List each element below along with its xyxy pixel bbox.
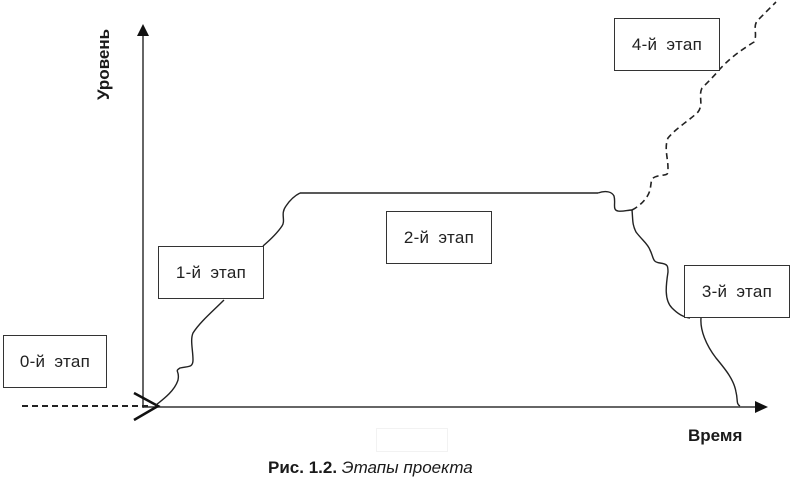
x-axis bbox=[143, 401, 768, 413]
figure-caption: Рис. 1.2. Этапы проекта bbox=[268, 458, 473, 478]
y-axis-label: Уровень bbox=[94, 28, 113, 100]
stage-2-to-3-curve bbox=[597, 190, 691, 319]
stage-0-line bbox=[22, 391, 161, 422]
stage-4-box: 4-й этап bbox=[614, 18, 720, 71]
stage-3-label: 3-й этап bbox=[701, 281, 773, 301]
stage-4-label: 4-й этап bbox=[631, 34, 703, 54]
y-axis bbox=[137, 24, 149, 408]
stage-2-box: 2-й этап bbox=[386, 211, 492, 264]
stage-4-curve bbox=[631, 1, 777, 211]
stage-1-label: 1-й этап bbox=[175, 262, 247, 282]
stage-1-box: 1-й этап bbox=[158, 246, 264, 299]
x-axis-arrow-icon bbox=[755, 401, 768, 413]
stage-1-curve bbox=[155, 299, 225, 406]
y-axis-arrow-icon bbox=[137, 24, 149, 36]
entry-chevron-icon bbox=[133, 391, 161, 422]
stage-3-box: 3-й этап bbox=[684, 265, 790, 318]
stage-0-label: 0-й этап bbox=[19, 351, 91, 371]
stage-1-to-2-curve bbox=[262, 192, 301, 247]
x-axis-label: Время bbox=[688, 426, 743, 445]
caption-number: Рис. 1.2. bbox=[268, 458, 338, 477]
caption-title: Этапы проекта bbox=[341, 458, 473, 477]
stage-3-curve bbox=[700, 317, 741, 407]
stage-2-label: 2-й этап bbox=[403, 227, 475, 247]
stage-0-box: 0-й этап bbox=[3, 335, 107, 388]
faint-artifact-box bbox=[376, 428, 448, 452]
